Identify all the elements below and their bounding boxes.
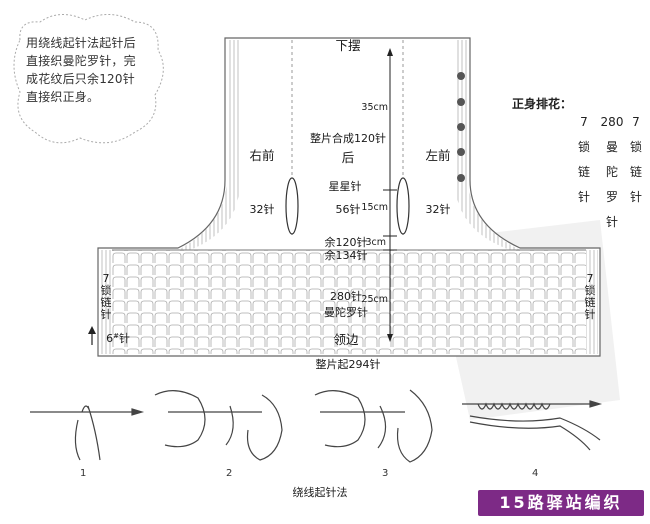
length-small-label: 3cm [365,237,386,248]
step-4-illustration [462,400,603,451]
length-mid-label: 15cm [361,202,388,213]
left-front-label: 左前 [425,148,450,163]
width-left-label: 32针 [426,202,451,216]
cast-on-method-caption: 绕线起针法 [292,486,348,499]
step-3-illustration [314,389,433,463]
pattern-layout-title: 正身排花： [512,97,573,111]
note-cloud [13,14,164,144]
merge-label: 整片合成120针 [310,131,386,145]
collar-label: 领边 [333,332,359,347]
garment-body [88,37,601,357]
step-3-number: 3 [382,468,389,479]
right-front-label: 右前 [249,148,274,163]
step-2-number: 2 [226,468,233,479]
needle-size-label: 6#针 [106,331,130,345]
instruction-note: 用绕线起针法起针后直接织曼陀罗针，完成花纹后只余120针直接织正身。 [26,36,136,104]
remain-120-label: 余120针 [325,235,368,249]
back-label: 后 [342,150,355,165]
width-right-label: 32针 [250,202,275,216]
mandala-label: 曼陀罗针 [324,305,368,319]
site-logo-badge: 15路驿站编织 [478,490,644,516]
length-top-label: 35cm [361,102,388,113]
length-bottom-label: 25cm [361,294,388,305]
stitches-280-label: 280针 [330,289,362,303]
cast-on-label: 整片起294针 [316,357,381,371]
step-1-illustration [30,405,145,461]
star-stitch-label: 星星针 [329,179,362,193]
step-1-number: 1 [80,468,87,479]
step-4-number: 4 [532,468,539,479]
width-center-label: 56针 [336,202,361,216]
step-2-illustration [154,390,283,461]
remain-134-label: 余134针 [325,248,368,262]
hem-label: 下摆 [335,38,360,53]
